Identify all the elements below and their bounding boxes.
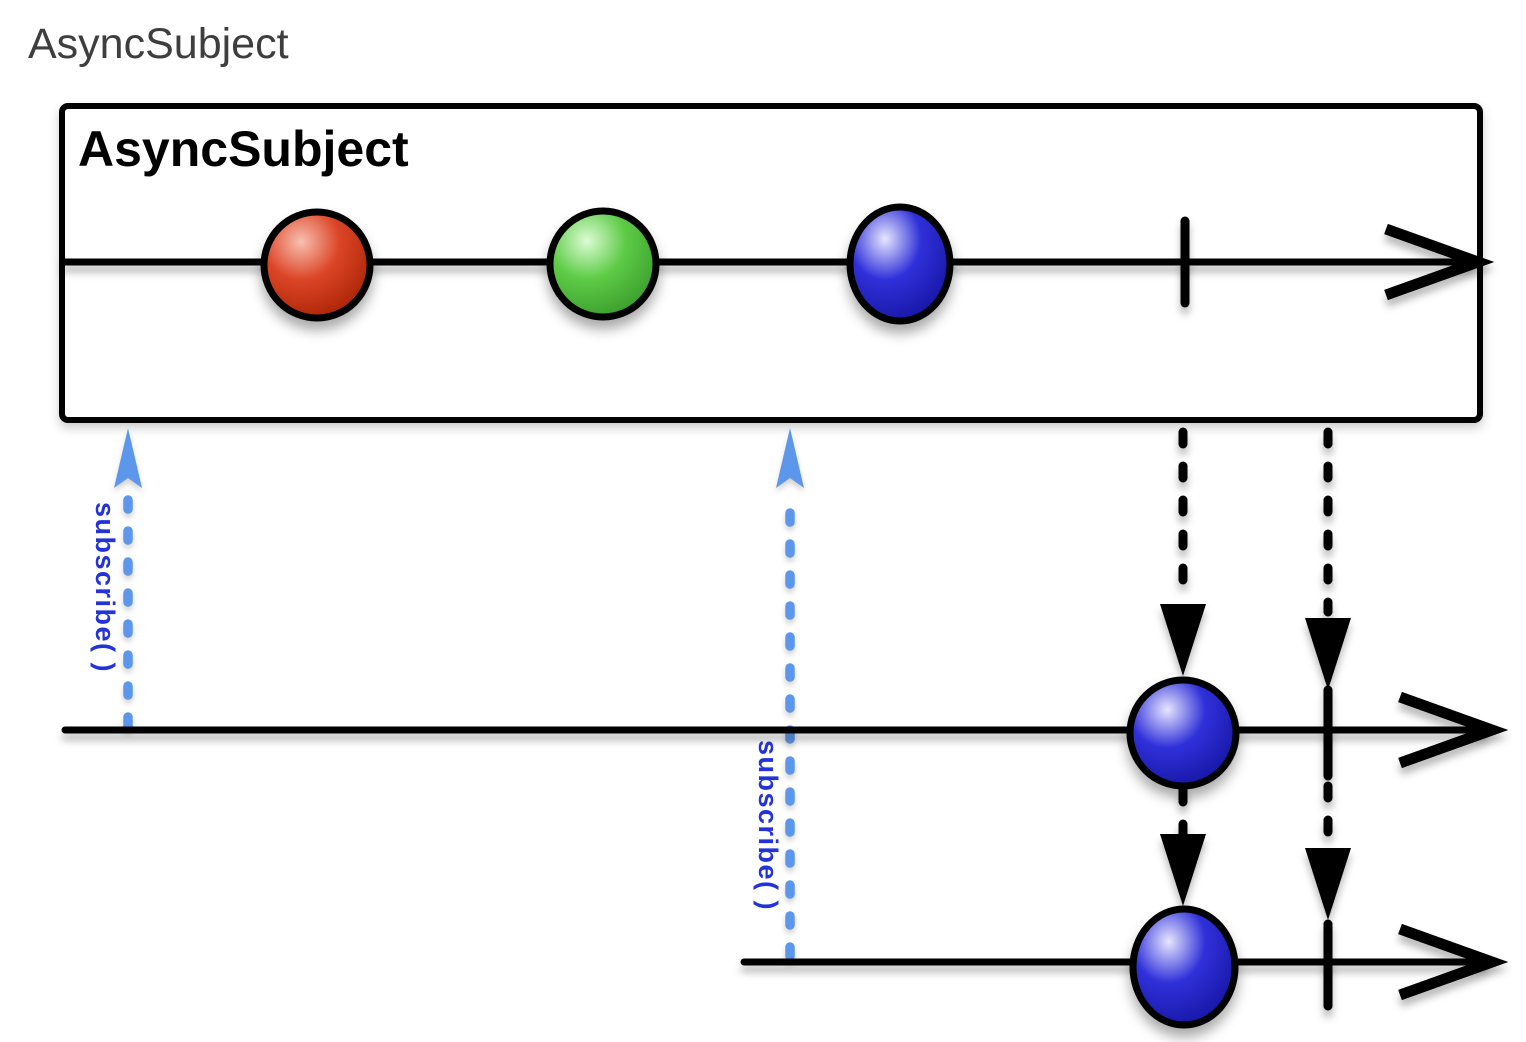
marble-blue xyxy=(1129,905,1239,1029)
observer-1-timeline-arrowhead-icon xyxy=(1398,691,1509,769)
subscribe-label-1: subscribe( ) xyxy=(90,502,120,674)
marble-blue xyxy=(846,203,954,325)
subscribe-arrowhead-up-icon xyxy=(114,428,142,488)
source-timeline-arrowhead-icon xyxy=(1384,223,1495,301)
marble-green xyxy=(546,207,660,321)
subscribe-label-2: subscribe( ) xyxy=(753,740,783,912)
subscribe-arrowhead-up-icon xyxy=(776,428,804,488)
observer-2-timeline-arrowhead-icon xyxy=(1398,923,1509,1001)
emit-arrowhead-down-icon xyxy=(1160,604,1206,676)
marble-blue xyxy=(1126,676,1240,790)
marble-red xyxy=(260,208,374,322)
page-title: AsyncSubject xyxy=(28,20,289,68)
emit-arrowhead-down-icon xyxy=(1160,834,1206,906)
source-box-label: AsyncSubject xyxy=(78,121,409,177)
emit-arrowhead-down-icon xyxy=(1305,848,1351,920)
emit-arrowhead-down-icon xyxy=(1305,618,1351,690)
